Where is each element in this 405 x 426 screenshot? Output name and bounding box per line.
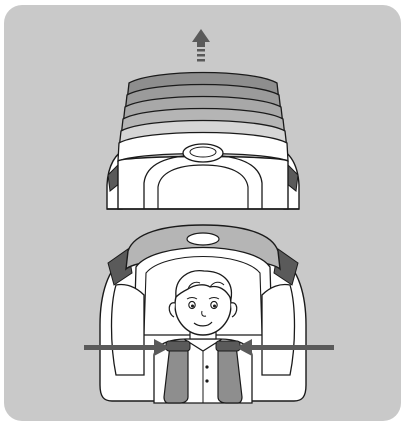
up-arrow-icon [192,29,210,62]
child-seat-figure [84,225,334,403]
car-seat-illustration [4,5,401,421]
headrest-raise-figure [107,29,299,209]
instruction-panel [4,5,401,421]
